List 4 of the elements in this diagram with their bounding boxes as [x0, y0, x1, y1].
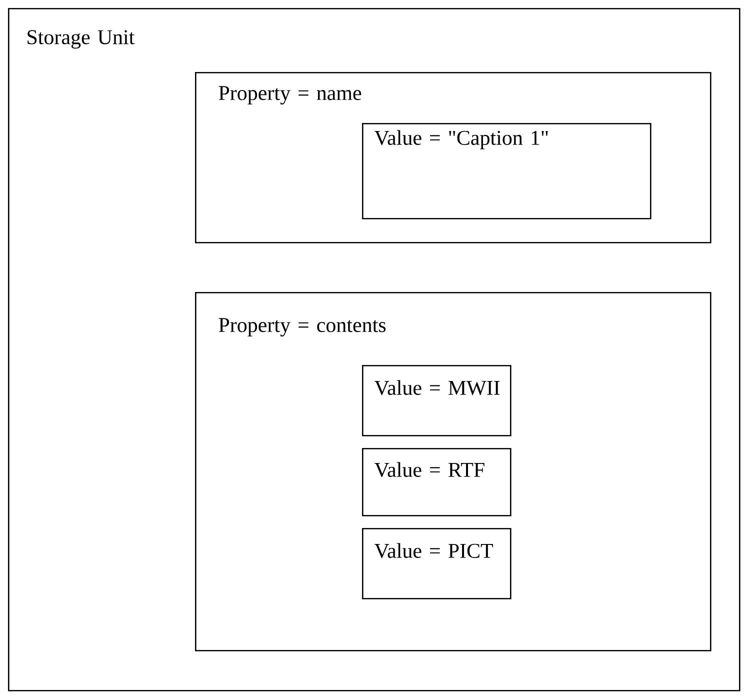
value-box: Value = MWII	[362, 364, 512, 436]
value-box: Value = "Caption 1"	[362, 122, 652, 220]
value-box: Value = PICT	[362, 528, 512, 600]
value-box: Value = RTF	[362, 448, 512, 516]
